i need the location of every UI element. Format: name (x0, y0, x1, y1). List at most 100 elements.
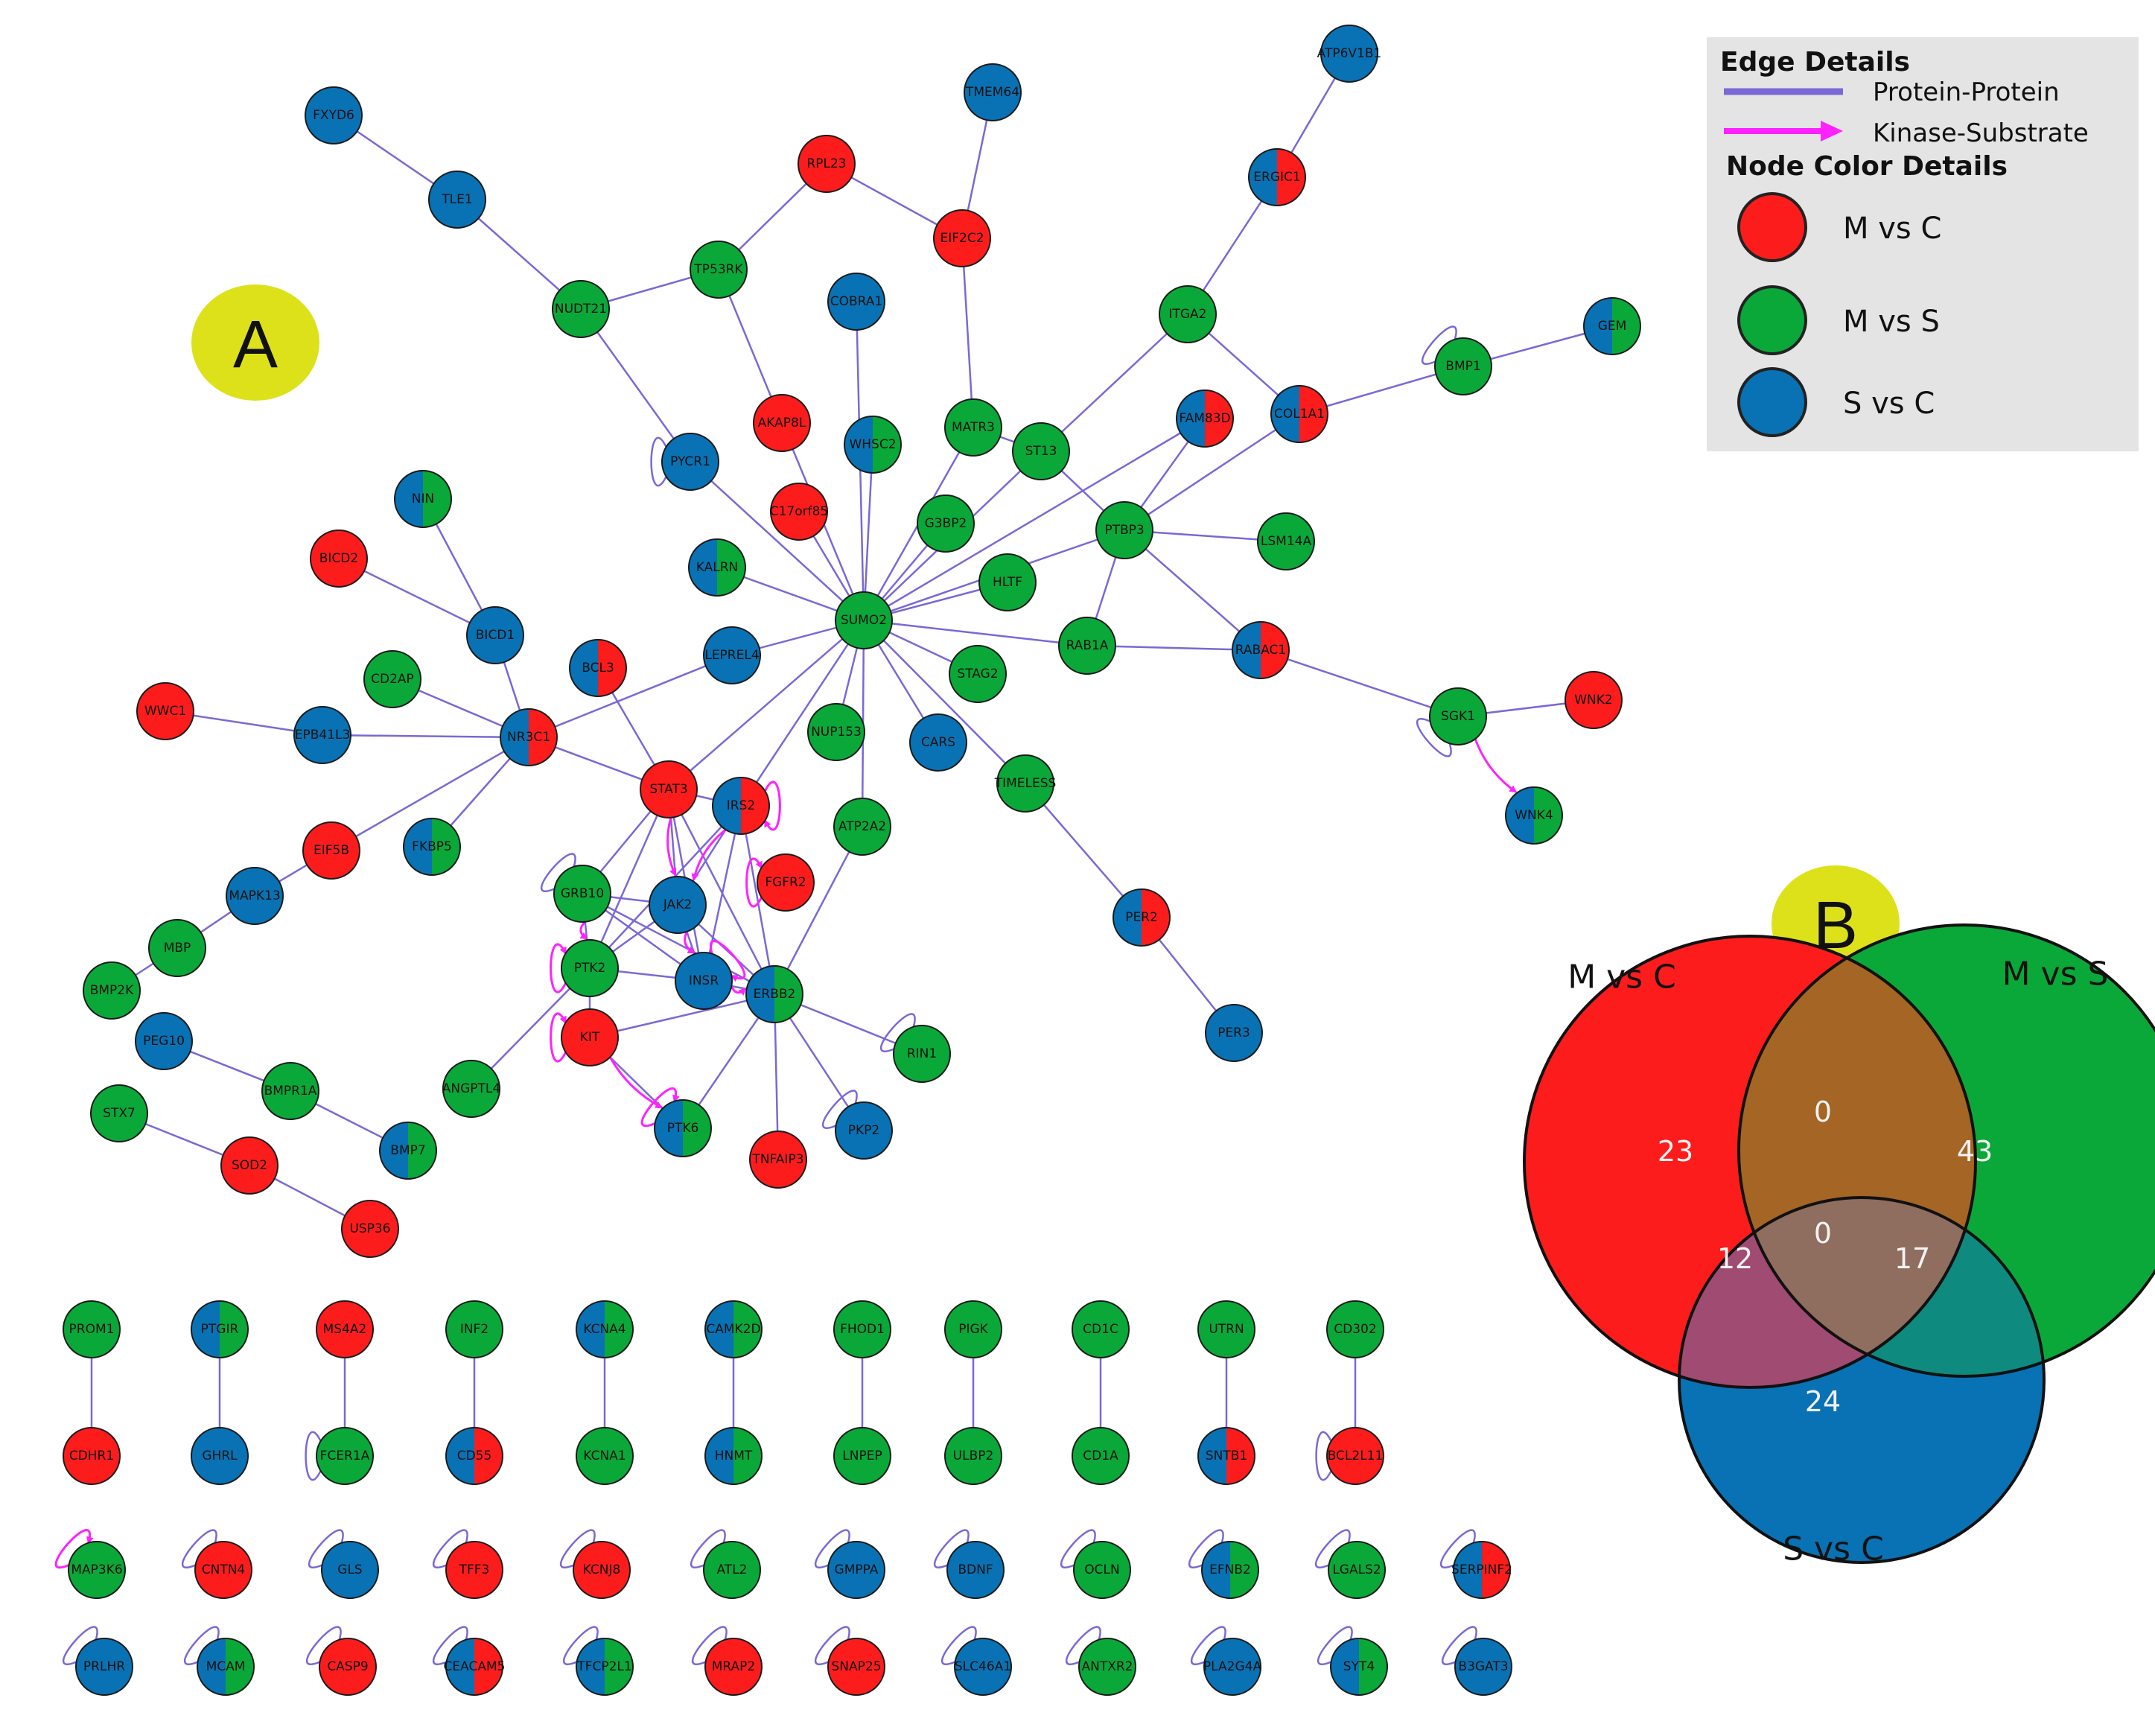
node-bmpr1a: BMPR1A (261, 1062, 319, 1120)
node-label-jak2: JAK2 (663, 897, 692, 912)
node-ptk6: PTK6 (654, 1099, 712, 1157)
legend-node-ms: M vs S (1843, 305, 1940, 339)
node-tff3: TFF3 (445, 1541, 503, 1599)
self-loop-tfcp2l1 (562, 1626, 599, 1665)
node-label-fam83d: FAM83D (1179, 411, 1230, 426)
node-label-tfcp2l1: TFCP2L1 (576, 1659, 631, 1674)
node-label-rin1: RIN1 (907, 1046, 937, 1061)
self-loop-mrap2 (691, 1626, 728, 1665)
node-ceacam5: CEACAM5 (444, 1638, 505, 1696)
node-b3gat3: B3GAT3 (1454, 1638, 1512, 1696)
edge-col1a1-ptbp3 (1124, 413, 1300, 532)
node-label-per2: PER2 (1125, 910, 1158, 925)
node-label-irs2: IRS2 (727, 798, 755, 813)
self-loop-slc46a1 (940, 1626, 977, 1665)
node-ms4a2: MS4A2 (316, 1300, 374, 1358)
node-hnmt: HNMT (704, 1427, 763, 1485)
node-bcl2l11: BCL2L11 (1326, 1427, 1384, 1485)
node-label-tp53rk: TP53RK (693, 262, 743, 277)
panel-a-label: A (233, 308, 278, 382)
node-label-peg10: PEG10 (143, 1034, 185, 1049)
venn-count-ms-only: 43 (1957, 1135, 1993, 1168)
node-serpinf2: SERPINF2 (1451, 1541, 1512, 1599)
node-eif5b: EIF5B (302, 821, 360, 880)
node-label-ptk6: PTK6 (667, 1121, 699, 1136)
node-label-bmpr1a: BMPR1A (264, 1084, 317, 1098)
node-label-fhod1: FHOD1 (840, 1322, 885, 1337)
edge-sumo2-whsc2 (862, 444, 874, 621)
self-loop-fgfr2 (745, 857, 763, 908)
node-per2: PER2 (1112, 888, 1171, 947)
node-kcnj8: KCNJ8 (573, 1541, 631, 1599)
node-label-bcl2l11: BCL2L11 (1328, 1449, 1384, 1463)
self-loop-snap25 (814, 1626, 850, 1665)
self-loop-ptk2 (550, 943, 567, 993)
node-label-bdnf: BDNF (958, 1562, 993, 1577)
self-loop-grb10 (540, 853, 576, 892)
venn-count-sc-only: 24 (1805, 1385, 1841, 1418)
node-rin1: RIN1 (893, 1025, 951, 1083)
node-label-pigk: PIGK (958, 1322, 988, 1337)
node-label-fgfr2: FGFR2 (765, 875, 806, 890)
node-label-g3bp2: G3BP2 (925, 516, 967, 531)
self-loop-ocln (1060, 1529, 1096, 1568)
node-label-gls: GLS (337, 1562, 362, 1577)
self-loop-gls (308, 1529, 344, 1568)
node-label-erbb2: ERBB2 (754, 987, 796, 1002)
legend-node-sc: S vs C (1843, 387, 1935, 421)
node-cars: CARS (909, 713, 967, 772)
self-loop-gmppa (814, 1529, 850, 1568)
node-angptl4: ANGPTL4 (442, 1060, 500, 1118)
node-label-cntn4: CNTN4 (202, 1562, 246, 1577)
edge-ptbp3-rabac1 (1124, 530, 1261, 651)
node-usp36: USP36 (341, 1200, 399, 1258)
node-label-stat3: STAT3 (649, 782, 687, 797)
node-cd55: CD55 (445, 1427, 503, 1485)
node-label-serpinf2: SERPINF2 (1451, 1562, 1512, 1577)
node-epb41l3: EPB41L3 (293, 706, 351, 764)
node-label-ptbp3: PTBP3 (1104, 523, 1144, 538)
legend-swatch-sc (1737, 367, 1807, 437)
node-cobra1: COBRA1 (827, 273, 885, 331)
node-label-cd1a: CD1A (1083, 1449, 1118, 1463)
node-label-rpl23: RPL23 (806, 156, 846, 171)
edge-eif2c2-matr3 (961, 238, 975, 428)
node-bdnf: BDNF (946, 1541, 1005, 1599)
node-label-nudt21: NUDT21 (555, 302, 607, 317)
node-nr3c1: NR3C1 (500, 708, 558, 766)
node-label-syt4: SYT4 (1343, 1659, 1375, 1674)
node-label-slc46a1: SLC46A1 (955, 1659, 1011, 1674)
edge-nudt21-pycr1 (579, 308, 692, 462)
self-loop-mcam (183, 1626, 220, 1665)
node-kcna1: KCNA1 (576, 1427, 634, 1485)
node-wnk2: WNK2 (1564, 671, 1623, 729)
edge-irs2-erbb2 (739, 805, 776, 995)
node-label-atp2a2: ATP2A2 (838, 819, 886, 834)
kinase-arrow-icon (1821, 121, 1843, 142)
node-label-ocln: OCLN (1084, 1562, 1119, 1577)
self-loop-lgals2 (1314, 1529, 1351, 1568)
node-label-cd55: CD55 (457, 1449, 492, 1463)
node-ptgir: PTGIR (191, 1300, 249, 1358)
node-label-tnfaip3: TNFAIP3 (751, 1152, 803, 1167)
venn-count-mc-only: 23 (1658, 1135, 1693, 1168)
kinase-edge-jak2-insr (684, 931, 695, 954)
node-label-akap8l: AKAP8L (758, 416, 806, 430)
self-loop-ceacam5 (432, 1626, 468, 1665)
node-slc46a1: SLC46A1 (954, 1638, 1012, 1696)
node-bicd1: BICD1 (466, 606, 524, 664)
node-label-usp36: USP36 (349, 1221, 390, 1236)
kinase-edge-grb10-ptk2 (579, 921, 588, 940)
node-rpl23: RPL23 (798, 135, 856, 193)
node-pkp2: PKP2 (835, 1101, 893, 1160)
node-g3bp2: G3BP2 (917, 495, 975, 553)
self-loop-bdnf (933, 1529, 970, 1568)
self-loop-ptk6 (640, 1087, 680, 1128)
node-lsm14a: LSM14A (1257, 512, 1315, 570)
edge-nr3c1-eif5b (331, 736, 529, 852)
kinase-edge-irs2-jak2 (691, 828, 727, 882)
node-label-whsc2: WHSC2 (849, 437, 896, 452)
node-label-eif2c2: EIF2C2 (940, 231, 984, 246)
node-label-matr3: MATR3 (952, 420, 995, 435)
